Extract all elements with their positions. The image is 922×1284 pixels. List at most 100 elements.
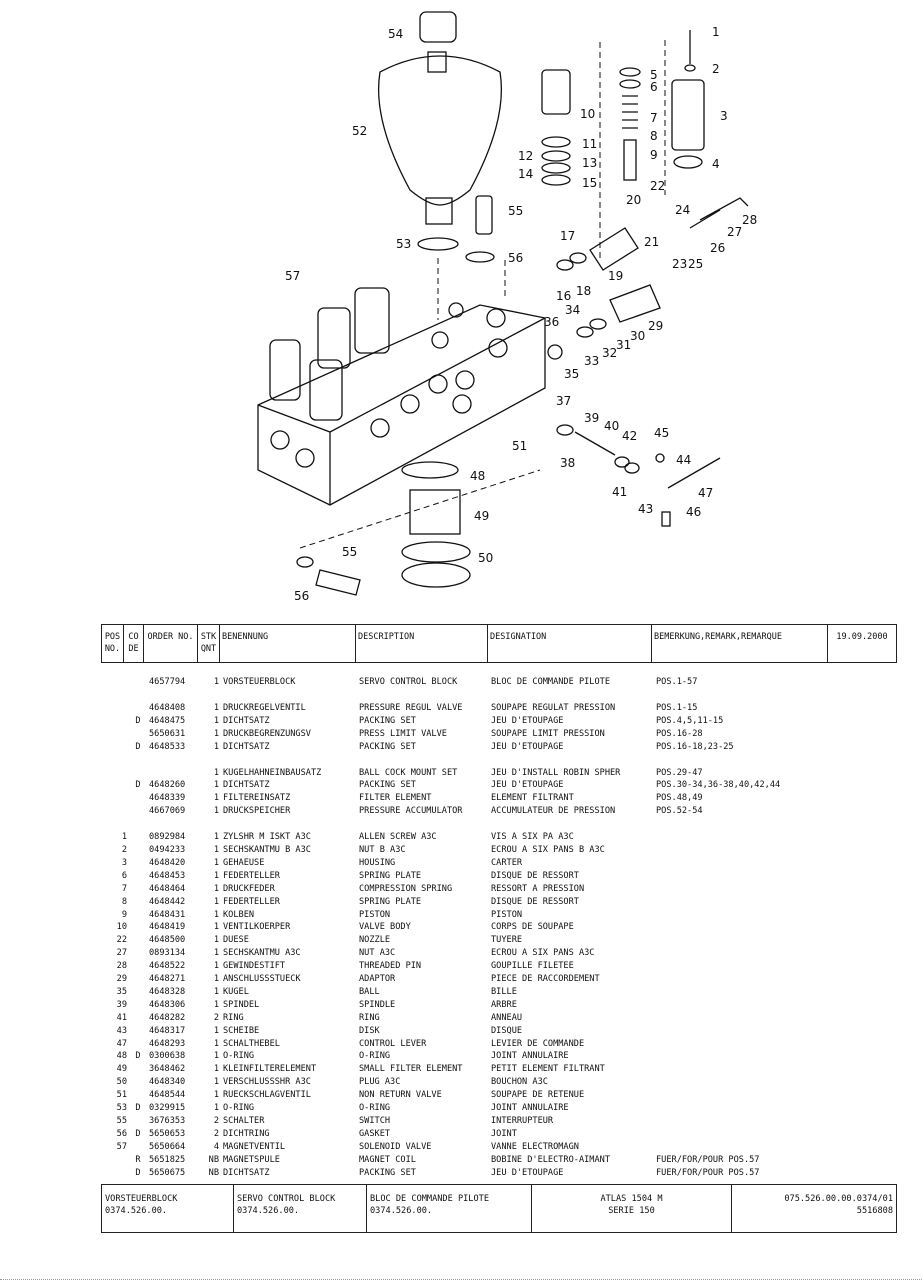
footer-series: SERIE 150 bbox=[608, 1206, 655, 1216]
row-fr: BOBINE D'ELECTRO-AIMANT bbox=[491, 1154, 610, 1165]
row-en: FILTER ELEMENT bbox=[359, 793, 432, 804]
row-de: DRUCKFEDER bbox=[223, 883, 275, 894]
header-description: DESCRIPTION bbox=[356, 625, 488, 662]
callout-30: 30 bbox=[630, 329, 645, 343]
row-qty: 1 bbox=[213, 793, 219, 804]
row-de: KUGELHAHNEINBAUSATZ bbox=[223, 767, 322, 778]
row-en: GASKET bbox=[359, 1128, 391, 1139]
row-order: 3676353 bbox=[149, 1115, 186, 1126]
row-qty: 1 bbox=[213, 1103, 219, 1113]
row-pos: 6 bbox=[121, 870, 127, 881]
row-de: SCHEIBE bbox=[223, 1025, 260, 1036]
row-pos: 35 bbox=[116, 986, 127, 997]
callout-14: 14 bbox=[518, 167, 533, 181]
row-pos: 3 bbox=[121, 857, 127, 868]
row-de: O-RING bbox=[223, 1051, 255, 1062]
row-en: SPRING PLATE bbox=[359, 870, 422, 881]
header-benennung: BENENNUNG bbox=[220, 625, 356, 662]
row-en: O-RING bbox=[359, 1103, 391, 1113]
callout-12: 12 bbox=[518, 149, 533, 163]
row-en: PACKING SET bbox=[359, 780, 416, 791]
callout-55b: 55 bbox=[342, 545, 357, 559]
callout-35: 35 bbox=[564, 367, 579, 381]
row-pos: 49 bbox=[116, 1064, 127, 1075]
callout-52: 52 bbox=[352, 124, 367, 138]
callout-16: 16 bbox=[556, 289, 571, 303]
row-order: 4657794 bbox=[149, 677, 186, 687]
row-de: KLEINFILTERELEMENT bbox=[223, 1064, 317, 1075]
callout-7: 7 bbox=[650, 111, 658, 125]
row-qty: 1 bbox=[213, 1090, 219, 1101]
callout-11: 11 bbox=[582, 137, 597, 151]
callout-6: 6 bbox=[650, 80, 658, 94]
row-qty: 1 bbox=[213, 702, 219, 713]
row-en: NOZZLE bbox=[359, 935, 391, 946]
callout-21: 21 bbox=[644, 235, 659, 249]
row-fr: DISQUE DE RESSORT bbox=[491, 896, 579, 907]
row-qty: 1 bbox=[213, 728, 219, 739]
row-en: ALLEN SCREW A3C bbox=[359, 832, 437, 843]
callout-39: 39 bbox=[584, 411, 599, 425]
row-de: ANSCHLUSSSTUECK bbox=[223, 974, 301, 984]
row-order: 4648522 bbox=[149, 961, 186, 972]
row-en: BALL COCK MOUNT SET bbox=[359, 767, 458, 778]
row-code: R bbox=[135, 1154, 141, 1165]
row-order: 0893134 bbox=[149, 948, 186, 959]
row-qty: 1 bbox=[213, 922, 219, 933]
callout-38: 38 bbox=[560, 456, 575, 470]
row-qty: 1 bbox=[213, 832, 219, 843]
row-qty: 1 bbox=[213, 870, 219, 881]
header-designation: DESIGNATION bbox=[488, 625, 652, 662]
row-order: 0300638 bbox=[149, 1051, 186, 1062]
row-en: PISTON bbox=[359, 909, 391, 920]
row-en: NUT B A3C bbox=[359, 845, 406, 855]
row-fr: SOUPAPE REGULAT PRESSION bbox=[491, 702, 616, 713]
row-rem: FUER/FOR/POUR POS.57 bbox=[656, 1154, 760, 1165]
row-order: 4648339 bbox=[149, 793, 186, 804]
row-de: KOLBEN bbox=[223, 909, 255, 920]
footer-de-no: 0374.526.00. bbox=[105, 1206, 168, 1216]
row-en: BALL bbox=[359, 986, 380, 997]
row-qty: 2 bbox=[213, 1012, 219, 1023]
row-fr: BILLE bbox=[491, 986, 517, 997]
footer-en-title: SERVO CONTROL BLOCK bbox=[237, 1194, 336, 1204]
page-bottom-rule bbox=[0, 1279, 922, 1280]
callout-17: 17 bbox=[560, 229, 575, 243]
callout-8: 8 bbox=[650, 129, 658, 143]
row-fr: RESSORT A PRESSION bbox=[491, 883, 585, 894]
row-fr: VANNE ELECTROMAGN bbox=[491, 1141, 579, 1152]
footer-de: VORSTEUERBLOCK 0374.526.00. bbox=[102, 1185, 234, 1232]
row-en: HOUSING bbox=[359, 857, 396, 868]
row-pos: 41 bbox=[116, 1012, 127, 1023]
footer-en: SERVO CONTROL BLOCK 0374.526.00. bbox=[234, 1185, 367, 1232]
callout-47: 47 bbox=[698, 486, 713, 500]
row-en: O-RING bbox=[359, 1051, 391, 1062]
header-code: CO DE bbox=[124, 625, 144, 662]
callout-34: 34 bbox=[565, 303, 580, 317]
row-de: DICHTSATZ bbox=[223, 741, 270, 752]
row-code: D bbox=[135, 715, 141, 726]
callout-5: 5 bbox=[650, 68, 658, 82]
row-order: 0892984 bbox=[149, 832, 186, 843]
row-order: 4648544 bbox=[149, 1090, 186, 1101]
row-order: 4648431 bbox=[149, 909, 186, 920]
row-fr: JOINT ANNULAIRE bbox=[491, 1051, 569, 1062]
callout-53: 53 bbox=[396, 237, 411, 251]
row-de: KUGEL bbox=[223, 986, 249, 997]
row-qty: 1 bbox=[213, 961, 219, 972]
callout-36: 36 bbox=[544, 315, 559, 329]
row-qty: 1 bbox=[213, 1077, 219, 1088]
row-en: SOLENOID VALVE bbox=[359, 1141, 432, 1152]
row-code: D bbox=[135, 780, 141, 791]
row-pos: 2 bbox=[121, 845, 127, 855]
callout-27: 27 bbox=[727, 225, 742, 239]
row-order: 5650653 bbox=[149, 1128, 186, 1139]
row-en: CONTROL LEVER bbox=[359, 1038, 427, 1049]
row-order: 4648271 bbox=[149, 974, 186, 984]
row-de: DICHTSATZ bbox=[223, 780, 270, 791]
parts-table-header: POS NO. CO DE ORDER NO. STK QNT BENENNUN… bbox=[101, 624, 897, 663]
row-de: SCHALTHEBEL bbox=[223, 1038, 280, 1049]
row-pos: 28 bbox=[116, 961, 127, 972]
callout-42: 42 bbox=[622, 429, 637, 443]
row-de: FILTEREINSATZ bbox=[223, 793, 291, 804]
